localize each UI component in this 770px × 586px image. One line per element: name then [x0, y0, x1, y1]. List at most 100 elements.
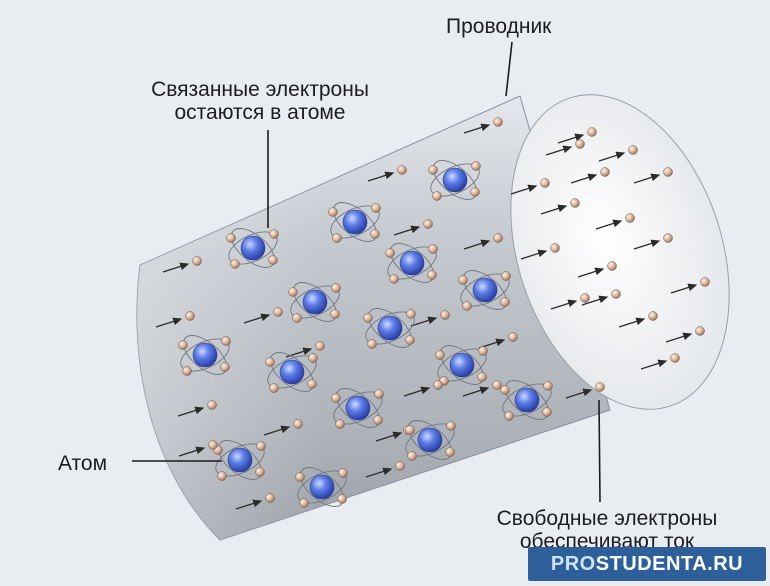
free-electron [395, 461, 405, 471]
bound-electron [230, 259, 240, 269]
bound-electron [182, 366, 192, 376]
bound-electron [373, 415, 383, 425]
bound-electron [268, 255, 278, 265]
motion-arrow [670, 283, 698, 294]
bound-electron [458, 275, 468, 285]
motion-arrow [570, 173, 598, 184]
leader-line-conductor [505, 41, 513, 97]
motion-arrow [393, 225, 421, 236]
motion-arrow [540, 204, 568, 215]
free-electron [207, 400, 217, 410]
motion-arrow [243, 313, 271, 324]
atom-nucleus [240, 235, 266, 261]
bound-electron [477, 372, 487, 382]
conductor-label: Проводник [446, 15, 552, 38]
atom [385, 243, 438, 284]
bound-electron [308, 353, 318, 363]
atom-nucleus [342, 209, 368, 235]
free-electron [663, 167, 673, 177]
atom-nucleus [442, 167, 468, 193]
free-electron [492, 380, 502, 390]
bound-electron [470, 187, 480, 197]
bound-electron [335, 419, 345, 429]
bound-electron [307, 379, 317, 389]
motion-arrow [462, 386, 490, 397]
free-electron [575, 139, 585, 149]
motion-arrow [595, 219, 623, 230]
free-electron [293, 419, 303, 429]
motion-arrow [510, 184, 538, 195]
free-electron [695, 326, 705, 336]
bound-electrons-label-line2: остаются в атоме [174, 101, 346, 124]
free-electron [265, 493, 275, 503]
bound-electron [389, 274, 399, 284]
atom-nucleus [302, 289, 328, 315]
atom [213, 440, 266, 481]
watermark-prefix: PRO [550, 552, 596, 575]
free-electron [540, 178, 550, 188]
atom [363, 308, 416, 349]
free-electron [607, 261, 617, 271]
atom-nucleus [192, 342, 218, 368]
bound-electron [385, 248, 395, 258]
bound-electron [432, 191, 442, 201]
bound-electron [363, 313, 373, 323]
free-electron [600, 167, 610, 177]
free-electron [397, 165, 407, 175]
bound-electron [256, 441, 266, 451]
bound-electron [331, 283, 341, 293]
motion-arrow [367, 171, 395, 182]
bound-electron [374, 389, 384, 399]
bound-electron [445, 447, 455, 457]
bound-electron [299, 498, 309, 508]
motion-arrow [365, 467, 393, 478]
bound-electron [446, 421, 456, 431]
free-electron [315, 341, 325, 351]
atom [226, 228, 279, 269]
atom [428, 160, 481, 201]
free-electron [570, 198, 580, 208]
bound-electron [331, 393, 341, 403]
cylinder-end-face [510, 94, 730, 410]
bound-electron [338, 468, 348, 478]
free-electron [628, 145, 638, 155]
bound-electrons-label: Связанные электроны остаются в атоме [100, 78, 420, 124]
bound-electron [367, 339, 377, 349]
free-electron [595, 382, 605, 392]
atom [403, 420, 456, 461]
atom-nucleus [449, 352, 475, 378]
free-electron [625, 213, 635, 223]
atom-label: Атом [58, 452, 108, 475]
atom-nucleus [377, 315, 403, 341]
bound-electron [542, 407, 552, 417]
free-electron [611, 289, 621, 299]
bound-electron [428, 244, 438, 254]
motion-arrow [633, 239, 661, 250]
motion-arrow [375, 431, 403, 442]
free-electron [648, 311, 658, 321]
motion-arrow [550, 299, 578, 310]
bound-electron [504, 411, 514, 421]
motion-arrow [178, 446, 206, 457]
bound-electron [217, 471, 227, 481]
bound-electron [292, 313, 302, 323]
bound-electron [405, 335, 415, 345]
bound-electron [226, 233, 236, 243]
motion-arrow [545, 145, 573, 156]
free-electron [433, 380, 443, 390]
bound-electron [328, 207, 338, 217]
atoms [178, 160, 553, 508]
bound-electron [543, 381, 553, 391]
motion-arrow [618, 317, 646, 328]
motion-arrow [598, 151, 626, 162]
bound-electron [371, 203, 381, 213]
bound-electron [332, 233, 342, 243]
motion-arrow [410, 316, 438, 327]
bound-electron [330, 309, 340, 319]
atom [458, 270, 511, 311]
free-electron [663, 233, 673, 243]
free-electron [208, 440, 218, 450]
bound-electron [427, 270, 437, 280]
